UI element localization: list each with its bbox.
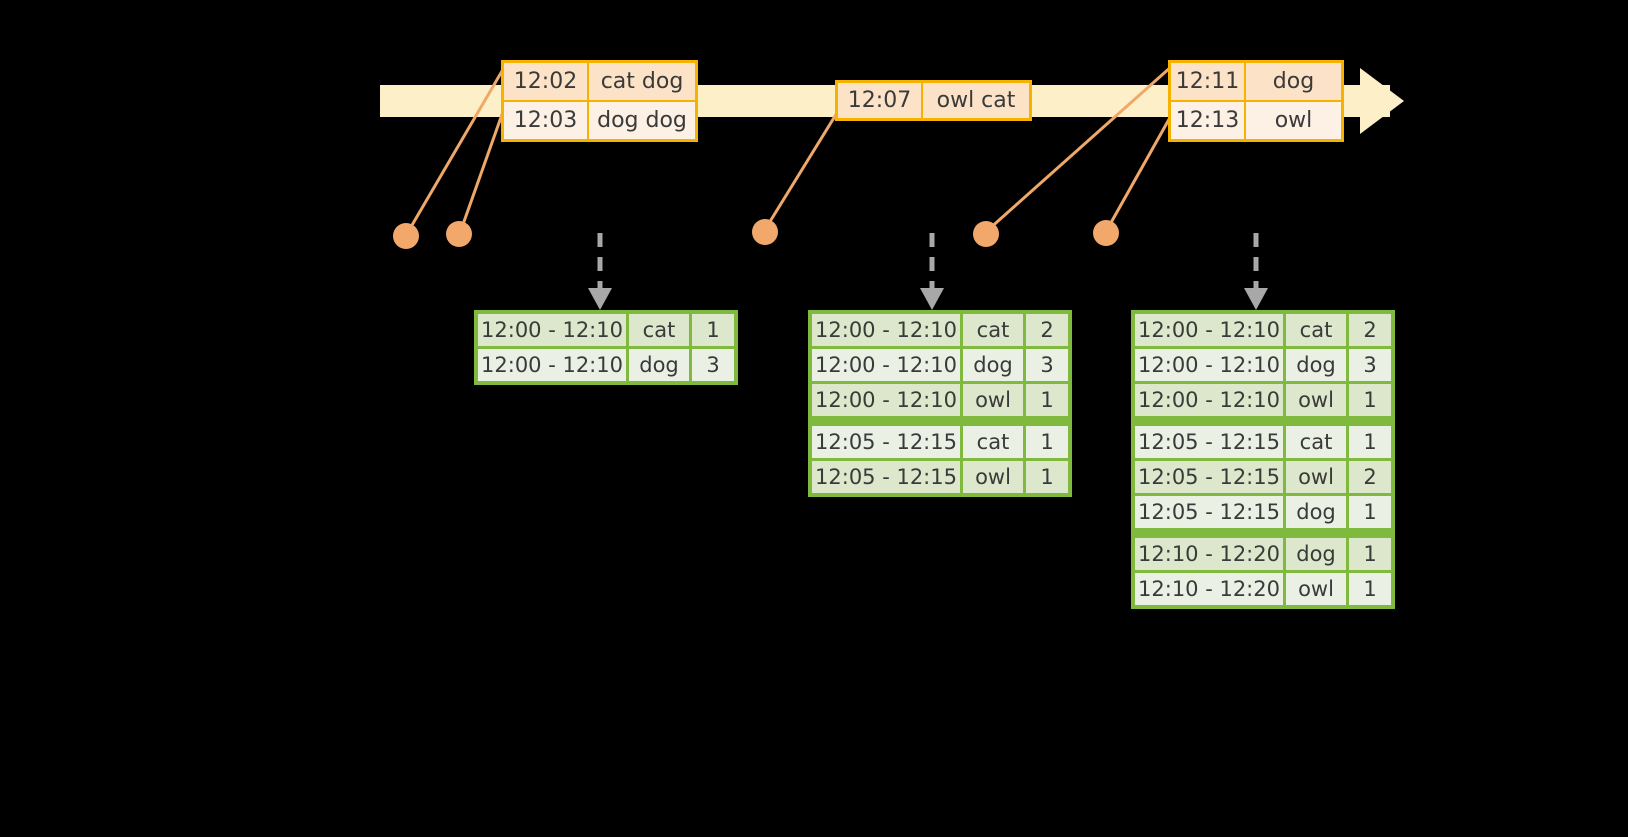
- event-words: owl cat: [923, 83, 1029, 118]
- event-words: cat dog: [589, 63, 695, 100]
- trigger-dot-1: [393, 223, 419, 249]
- cell-count: 2: [1349, 314, 1391, 346]
- event-row-1[interactable]: 12:02 cat dog: [504, 63, 695, 100]
- cell-window: 12:00 - 12:10: [812, 349, 960, 381]
- event-time: 12:11: [1171, 63, 1246, 100]
- result-arrows: [597, 233, 1259, 288]
- event-time: 12:02: [504, 63, 589, 100]
- cell-window: 12:05 - 12:15: [812, 426, 960, 458]
- cell-count: 1: [1349, 426, 1391, 458]
- cell-count: 3: [1349, 349, 1391, 381]
- connector-line-2: [459, 105, 507, 231]
- trigger-dot-4: [973, 221, 999, 247]
- cell-word: dog: [629, 349, 689, 381]
- cell-word: dog: [963, 349, 1023, 381]
- cell-window: 12:05 - 12:15: [1135, 426, 1283, 458]
- connector-line-3: [764, 107, 842, 229]
- trigger-dot-2: [446, 221, 472, 247]
- cell-count: 3: [692, 349, 734, 381]
- cell-window: 12:00 - 12:10: [478, 349, 626, 381]
- cell-window: 12:05 - 12:15: [1135, 496, 1283, 528]
- event-box-group-3[interactable]: 12:11 dog 12:13 owl: [1168, 60, 1344, 142]
- result-arrowhead-3: [1244, 288, 1268, 310]
- cell-count: 1: [1349, 384, 1391, 416]
- cell-window: 12:00 - 12:10: [1135, 384, 1283, 416]
- cell-word: cat: [629, 314, 689, 346]
- event-words: dog: [1246, 63, 1341, 100]
- event-row-4[interactable]: 12:11 dog: [1171, 63, 1341, 100]
- event-row-5[interactable]: 12:13 owl: [1171, 100, 1341, 139]
- cell-word: owl: [1286, 384, 1346, 416]
- cell-count: 1: [692, 314, 734, 346]
- cell-window: 12:00 - 12:10: [478, 314, 626, 346]
- event-time: 12:07: [838, 83, 923, 118]
- event-box-group-1[interactable]: 12:02 cat dog 12:03 dog dog: [501, 60, 698, 142]
- cell-count: 1: [1026, 461, 1068, 493]
- cell-word: cat: [1286, 314, 1346, 346]
- event-row-3[interactable]: 12:07 owl cat: [838, 83, 1029, 118]
- cell-word: owl: [963, 461, 1023, 493]
- cell-count: 1: [1349, 538, 1391, 570]
- window-group-separator: [1135, 419, 1391, 423]
- event-words: dog dog: [589, 102, 695, 139]
- event-words: owl: [1246, 102, 1341, 139]
- trigger-dots: [393, 219, 1119, 249]
- cell-count: 3: [1026, 349, 1068, 381]
- window-group-separator: [812, 419, 1068, 423]
- trigger-dot-3: [752, 219, 778, 245]
- trigger-dot-5: [1093, 220, 1119, 246]
- cell-count: 2: [1026, 314, 1068, 346]
- cell-window: 12:00 - 12:10: [812, 314, 960, 346]
- cell-count: 1: [1349, 496, 1391, 528]
- cell-window: 12:10 - 12:20: [1135, 573, 1283, 605]
- window-group-separator: [1135, 531, 1391, 535]
- connector-line-1: [406, 65, 507, 233]
- cell-word: owl: [1286, 461, 1346, 493]
- event-time: 12:13: [1171, 102, 1246, 139]
- event-time: 12:03: [504, 102, 589, 139]
- cell-word: owl: [1286, 573, 1346, 605]
- connector-line-5: [1106, 113, 1174, 229]
- cell-word: cat: [1286, 426, 1346, 458]
- event-row-2[interactable]: 12:03 dog dog: [504, 100, 695, 139]
- cell-count: 1: [1026, 384, 1068, 416]
- cell-word: cat: [963, 426, 1023, 458]
- cell-word: dog: [1286, 496, 1346, 528]
- result-arrowhead-2: [920, 288, 944, 310]
- event-box-group-2[interactable]: 12:07 owl cat: [835, 80, 1032, 121]
- cell-window: 12:05 - 12:15: [1135, 461, 1283, 493]
- cell-window: 12:05 - 12:15: [812, 461, 960, 493]
- cell-word: owl: [963, 384, 1023, 416]
- result-arrowheads: [588, 288, 1268, 310]
- cell-word: dog: [1286, 538, 1346, 570]
- cell-count: 1: [1349, 573, 1391, 605]
- cell-window: 12:00 - 12:10: [1135, 349, 1283, 381]
- cell-window: 12:00 - 12:10: [812, 384, 960, 416]
- cell-window: 12:10 - 12:20: [1135, 538, 1283, 570]
- cell-count: 1: [1026, 426, 1068, 458]
- cell-count: 2: [1349, 461, 1391, 493]
- cell-word: dog: [1286, 349, 1346, 381]
- cell-window: 12:00 - 12:10: [1135, 314, 1283, 346]
- cell-word: cat: [963, 314, 1023, 346]
- result-arrowhead-1: [588, 288, 612, 310]
